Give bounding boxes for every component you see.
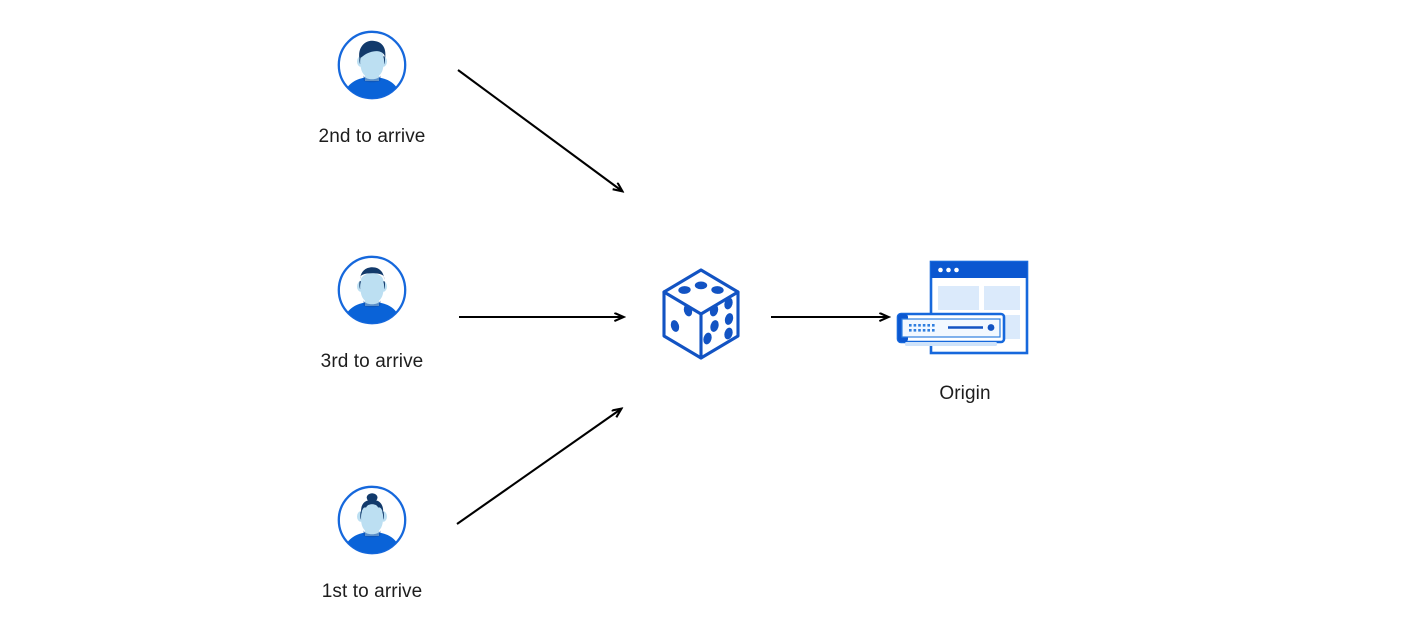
edge-visitor2-to-dice [457, 69, 622, 191]
server-appliance-shape [896, 312, 1006, 346]
node-label: 3rd to arrive [320, 351, 424, 372]
user-avatar-icon [335, 253, 409, 327]
node-randomizer[interactable] [660, 266, 742, 370]
origin-server-icon [895, 258, 1035, 358]
node-origin[interactable]: Origin [895, 258, 1035, 403]
node-label: 1st to arrive [321, 581, 423, 602]
node-visitor-2[interactable]: 2nd to arrive [319, 28, 425, 146]
node-visitor-1[interactable]: 1st to arrive [322, 483, 422, 601]
user-avatar-icon [335, 483, 409, 557]
node-visitor-3[interactable]: 3rd to arrive [321, 253, 423, 371]
user-avatar-icon [335, 28, 409, 102]
node-label: 2nd to arrive [318, 126, 426, 147]
node-label: Origin [939, 383, 991, 404]
dice-icon [660, 266, 742, 375]
edge-visitor1-to-dice [456, 409, 621, 525]
